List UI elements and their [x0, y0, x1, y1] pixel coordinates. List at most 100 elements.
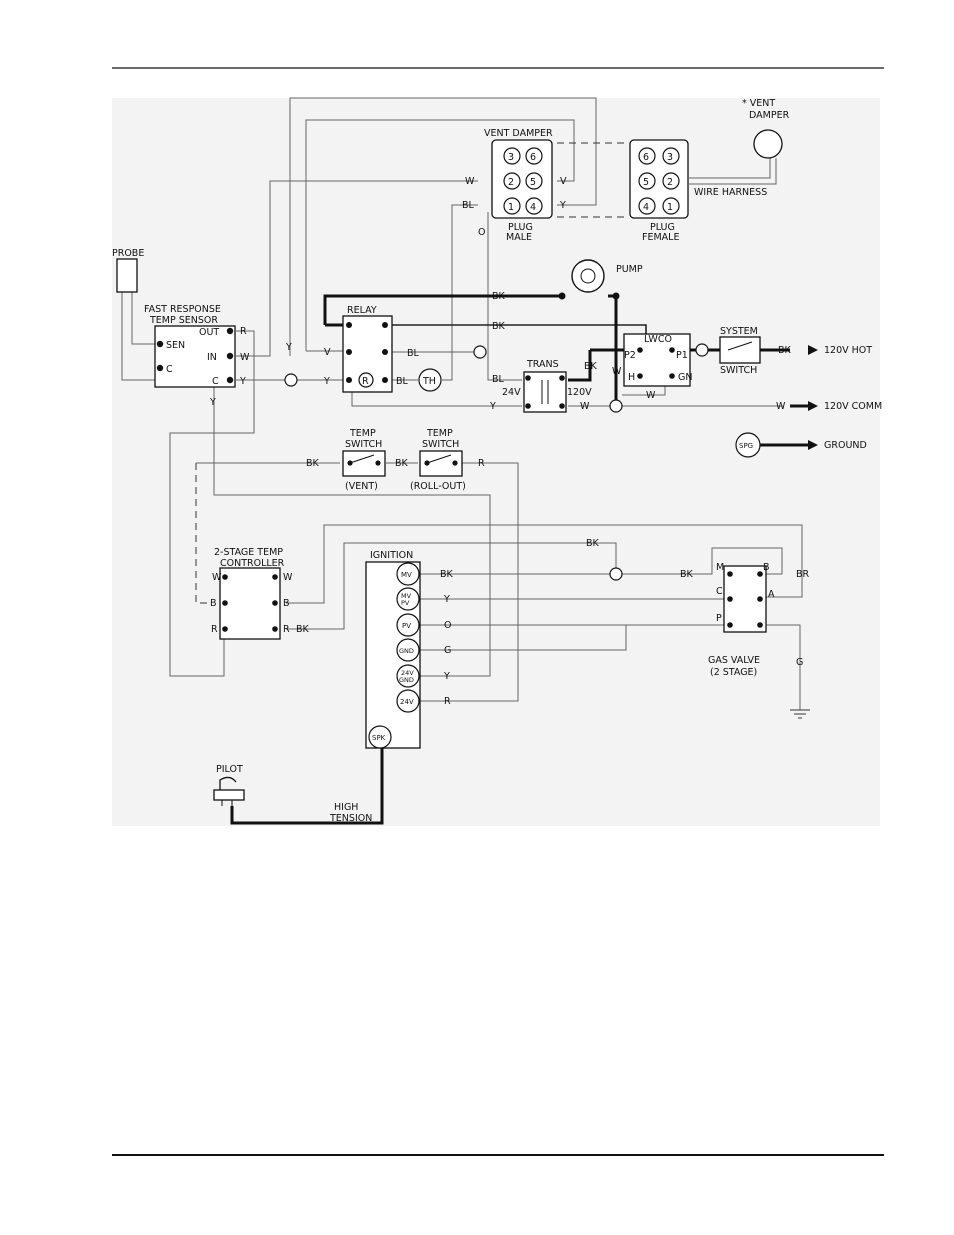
sensor-term-out: OUT: [199, 327, 219, 338]
two-stage-controller: [219, 567, 281, 640]
sensor-term-sen: SEN: [166, 340, 185, 351]
probe-label: PROBE: [112, 248, 144, 259]
wl-y-mvpv: Y: [443, 594, 450, 605]
temp-switch-vent-2: SWITCH: [345, 439, 382, 450]
wl-v-plug: V: [560, 176, 567, 187]
ign-spk: SPK: [372, 734, 386, 742]
controller-title-1: 2-STAGE TEMP: [214, 547, 283, 558]
pilot-label: PILOT: [216, 764, 243, 775]
high-tension-2: TENSION: [329, 813, 372, 824]
wl-w-lwco: W: [646, 390, 656, 401]
heavy-wires: [230, 294, 790, 825]
ign-pv: PV: [402, 622, 411, 630]
gas-valve-term-b: B: [763, 562, 770, 573]
male-pin-3: 3: [508, 152, 514, 163]
temp-sensor: [154, 325, 236, 388]
wl-bl-trans: BL: [492, 374, 505, 385]
temp-switch-rollout-1: TEMP: [426, 428, 453, 439]
wl-br-gv: BR: [796, 569, 810, 580]
wire-harness-label: WIRE HARNESS: [694, 187, 767, 198]
temp-switch-rollout-2: SWITCH: [422, 439, 459, 450]
lwco-h: H: [628, 372, 635, 383]
vent-damper-asterisk-1: * VENT: [742, 98, 775, 109]
system-switch-label-1: SYSTEM: [720, 326, 758, 337]
wl-g-gv: G: [796, 657, 803, 668]
plug-female-label-1: PLUG: [650, 222, 675, 233]
wl-bk-relay: BK: [492, 321, 506, 332]
wl-w-pump: W: [612, 366, 622, 377]
lwco: [623, 333, 691, 387]
wl-r-switch: R: [478, 458, 485, 469]
th-label: TH: [422, 376, 436, 387]
wl-w-in: W: [240, 352, 250, 363]
sensor-title-2: TEMP SENSOR: [149, 315, 218, 326]
ign-24vgnd-2: GND: [399, 676, 414, 684]
gas-valve-term-p: P: [716, 613, 722, 624]
hot-arrow: [808, 345, 818, 355]
wl-y-trans: Y: [489, 401, 496, 412]
wl-r-24v: R: [444, 696, 451, 707]
high-tension-1: HIGH: [334, 802, 358, 813]
thermostat: [418, 368, 442, 392]
system-switch-label-2: SWITCH: [720, 365, 757, 376]
ground-arrow: [808, 440, 818, 450]
female-pin-4: 4: [643, 202, 649, 213]
wl-w-trans: W: [580, 401, 590, 412]
female-pin-1: 1: [667, 202, 673, 213]
ign-mvpv-1: MV: [401, 592, 412, 600]
diagram-background: [112, 98, 880, 826]
wl-y-loop: Y: [285, 342, 292, 353]
sensor-title-1: FAST RESPONSE: [144, 304, 221, 315]
wire-labels: R W Y Y Y Y V BL BL W BL O V Y BK BK BL …: [209, 176, 810, 707]
wl-o-pv: O: [444, 620, 451, 631]
male-pin-1: 1: [508, 202, 514, 213]
hot-label: 120V HOT: [824, 345, 872, 356]
transformer: [523, 371, 567, 413]
wl-bk-switch2: BK: [395, 458, 409, 469]
wl-bk-hot: BK: [778, 345, 792, 356]
controller-term-w-right: W: [283, 572, 293, 583]
wl-bk-mv: BK: [440, 569, 454, 580]
comm-arrow: [808, 401, 818, 411]
pump-label: PUMP: [616, 264, 643, 275]
plug-male: 3 6 2 5 1 4: [491, 139, 553, 219]
controller-title-2: CONTROLLER: [220, 558, 285, 569]
plug-female: 6 3 5 2 4 1: [629, 139, 689, 219]
wl-y-relay: Y: [323, 376, 330, 387]
wl-bk-top: BK: [586, 538, 600, 549]
gas-valve-term-a: A: [768, 589, 775, 600]
female-pin-3: 3: [667, 152, 673, 163]
trans-label: TRANS: [526, 359, 559, 370]
gas-valve-label-1: GAS VALVE: [708, 655, 760, 666]
sensor-term-c2: C: [166, 364, 173, 375]
pilot-burner: [213, 776, 245, 806]
controller-term-r-left: R: [211, 624, 218, 635]
wl-o-plug: O: [478, 227, 485, 238]
pump: [571, 259, 605, 293]
comm-label: 120V COMM: [824, 401, 882, 412]
probe: [116, 258, 138, 293]
vent-damper-asterisk-2: DAMPER: [749, 110, 790, 121]
wl-bl-relay: BL: [407, 348, 420, 359]
wl-bl-th: BL: [396, 376, 409, 387]
wl-bl-plug: BL: [462, 200, 475, 211]
wl-w-plug: W: [465, 176, 475, 187]
wl-bk-trans: BK: [584, 361, 598, 372]
wl-y-plug: Y: [559, 200, 566, 211]
lwco-p1: P1: [676, 350, 688, 361]
female-pin-6: 6: [643, 152, 649, 163]
controller-term-r-right: R: [283, 624, 290, 635]
ign-24v: 24V: [400, 698, 414, 706]
ground-label: GROUND: [824, 440, 867, 451]
system-switch: [719, 336, 761, 364]
ign-mvpv-2: PV: [401, 599, 410, 607]
ign-24vgnd-1: 24V: [401, 669, 414, 677]
wl-r-out: R: [240, 326, 247, 337]
temp-switch-vent-1: TEMP: [349, 428, 376, 439]
lwco-label: LWCO: [644, 334, 672, 345]
trans-120v: 120V: [567, 387, 592, 398]
sensor-term-c: C: [212, 376, 219, 387]
wl-y-24vgnd: Y: [443, 671, 450, 682]
plug-female-label-2: FEMALE: [642, 232, 679, 243]
